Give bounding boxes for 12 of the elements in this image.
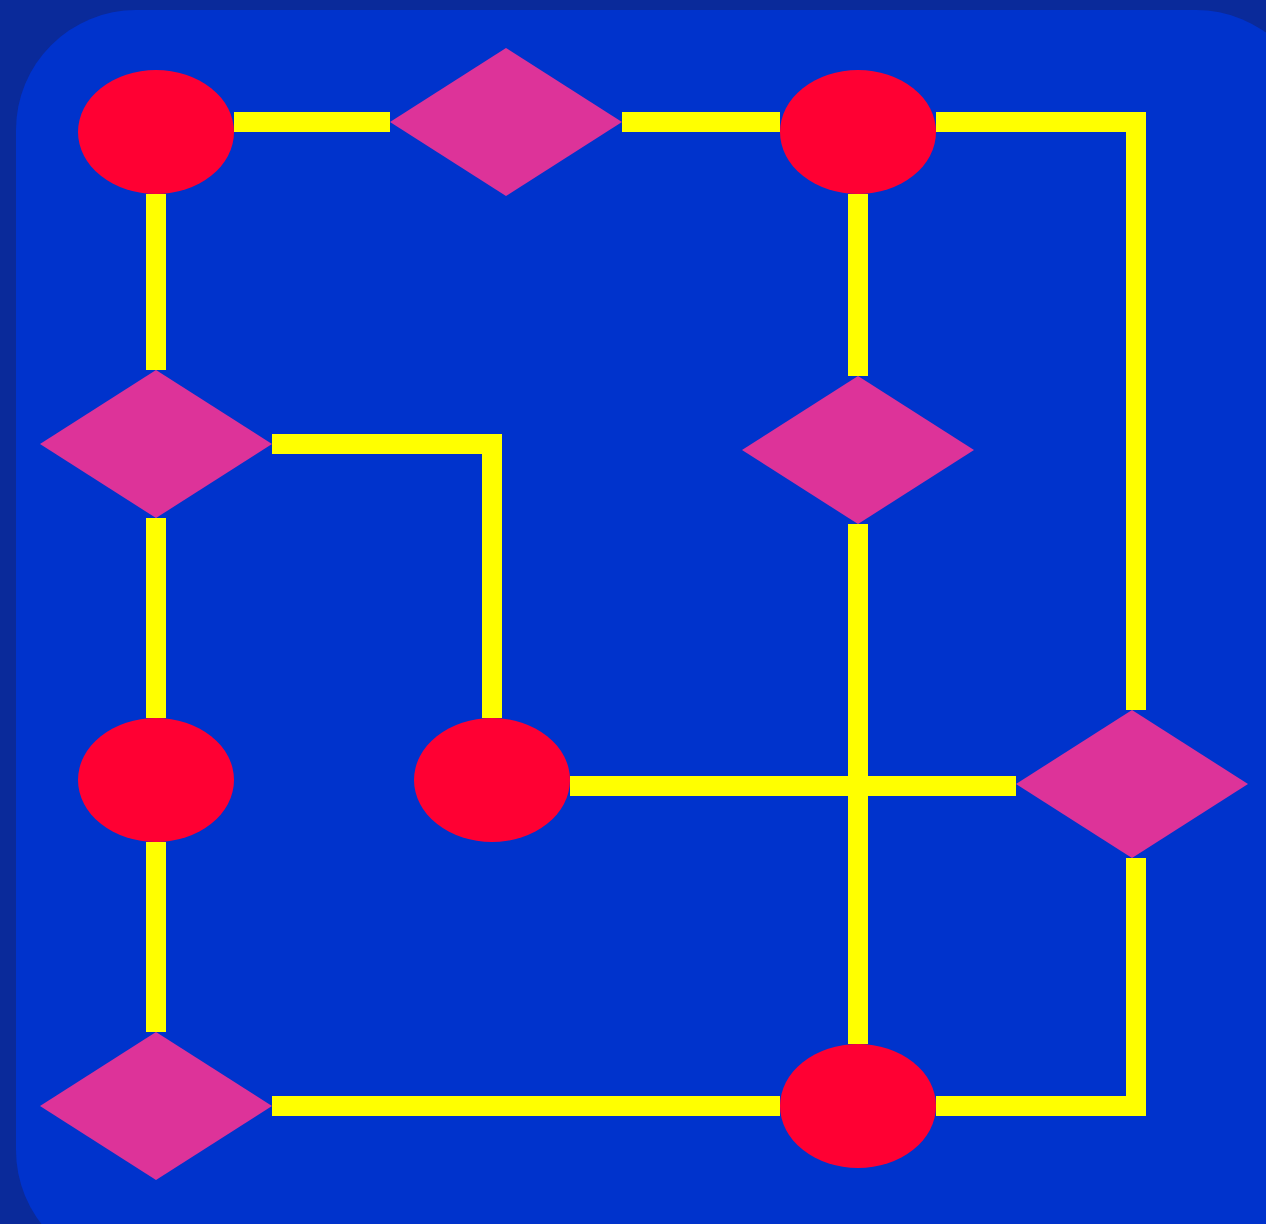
connector-line	[146, 194, 166, 370]
connector-line	[146, 842, 166, 1032]
connector-line	[570, 776, 1016, 796]
connector-line	[146, 518, 166, 718]
connector-line	[936, 858, 1146, 1116]
connector-line	[272, 434, 502, 718]
connector-line	[848, 524, 868, 1044]
connector-line	[234, 112, 390, 132]
connector-line	[848, 194, 868, 376]
connector-line	[272, 1096, 780, 1116]
connector-line	[622, 112, 780, 132]
connector-line	[936, 112, 1146, 710]
